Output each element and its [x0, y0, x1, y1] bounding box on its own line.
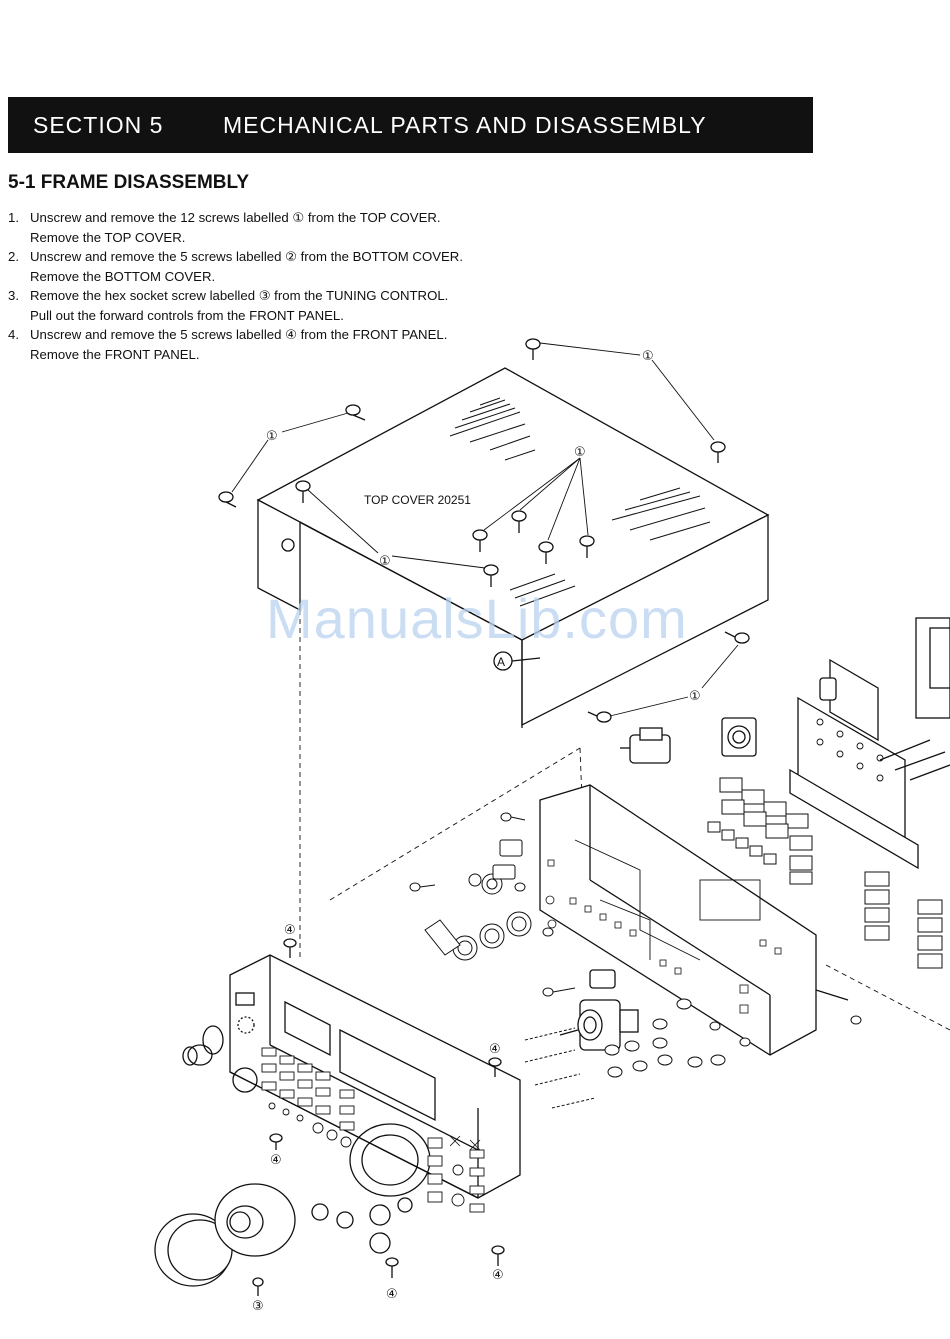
step-number: 3. [8, 288, 19, 303]
section-banner: SECTION 5 MECHANICAL PARTS AND DISASSEMB… [8, 97, 813, 153]
step-text: Pull out the forward controls from the F… [30, 307, 344, 323]
switch-parts [707, 777, 943, 969]
callout-1: ① [689, 689, 701, 704]
callout-4: ④ [386, 1287, 398, 1302]
front-panel [229, 954, 521, 1213]
step-text: Unscrew and remove the 5 screws labelled… [30, 249, 463, 264]
callout-4: ④ [284, 923, 296, 938]
top-cover-label: TOP COVER 20251 [364, 493, 471, 507]
callout-leaders [231, 342, 739, 717]
step-item: 4. Unscrew and remove the 5 screws label… [8, 325, 463, 364]
chassis-frame [539, 784, 849, 1056]
callout-1: ① [574, 445, 586, 460]
marker-a: A [497, 655, 505, 669]
step-item: 2. Unscrew and remove the 5 screws label… [8, 247, 463, 286]
section-number: SECTION 5 [33, 111, 164, 138]
callout-1: ① [642, 349, 654, 364]
step-number: 2. [8, 249, 19, 264]
rotary-encoder [559, 969, 639, 1051]
step-text: Remove the TOP COVER. [30, 229, 186, 245]
section-title: MECHANICAL PARTS AND DISASSEMBLY [223, 111, 707, 138]
callout-1: ① [266, 429, 278, 444]
step-text: Unscrew and remove the 5 screws labelled… [30, 327, 448, 342]
step-text: Remove the FRONT PANEL. [30, 346, 200, 362]
step-text: Unscrew and remove the 12 screws labelle… [30, 210, 441, 225]
control-knobs [154, 1025, 413, 1287]
step-text: Remove the BOTTOM COVER. [30, 268, 216, 284]
callout-4: ④ [270, 1153, 282, 1168]
step-text: Remove the hex socket screw labelled ③ f… [30, 288, 449, 303]
step-item: 3. Remove the hex socket screw labelled … [8, 286, 463, 325]
pcb-bracket [789, 617, 950, 870]
callout-3: ③ [252, 1299, 264, 1314]
subsection-title: 5-1 FRAME DISASSEMBLY [8, 172, 250, 193]
callout-4: ④ [492, 1268, 504, 1283]
step-number: 4. [8, 327, 19, 342]
step-item: 1. Unscrew and remove the 12 screws labe… [8, 208, 463, 247]
hardware-parts [409, 812, 862, 1109]
watermark: ManualsLib.com [266, 587, 688, 650]
step-number: 1. [8, 210, 19, 225]
callout-1: ① [379, 554, 391, 569]
front-panel-screws [252, 938, 505, 1296]
top-cover: TOP COVER 20251 A [256, 367, 770, 728]
top-cover-screws [218, 338, 750, 723]
disassembly-steps: 1. Unscrew and remove the 12 screws labe… [8, 208, 463, 364]
rear-connectors [620, 717, 757, 764]
callout-4: ④ [489, 1042, 501, 1057]
guide-lines [299, 610, 950, 1031]
